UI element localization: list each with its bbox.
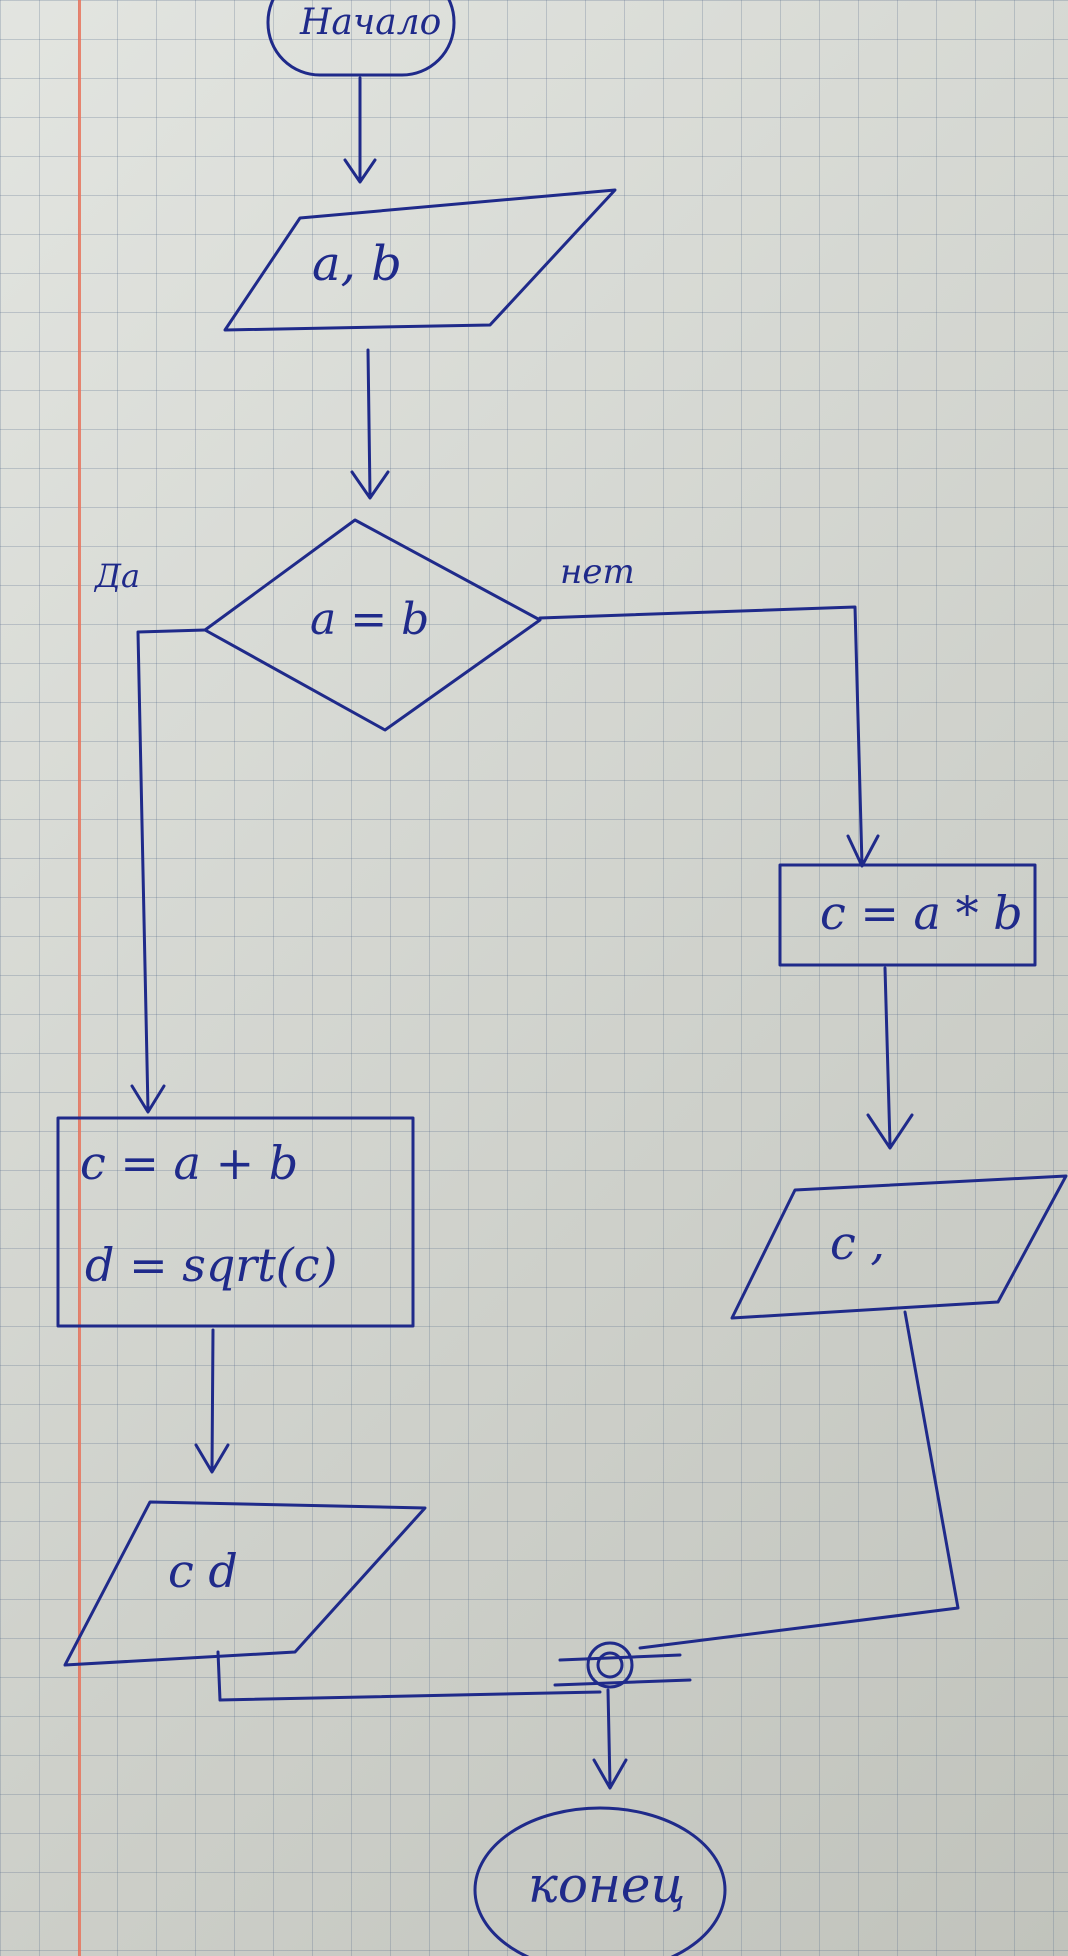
arrow-input-to-decision <box>350 348 390 500</box>
yes-output-label: c d <box>168 1544 238 1598</box>
no-label: нет <box>560 552 635 592</box>
decision-diamond <box>203 518 542 732</box>
arrow-yes-process-to-output <box>194 1328 230 1474</box>
yes-process-box <box>56 1116 415 1328</box>
no-output-parallelogram <box>730 1174 1068 1320</box>
end-terminator <box>473 1806 727 1956</box>
no-process-box <box>778 863 1037 967</box>
no-branch-arrow <box>538 605 880 868</box>
no-process-label: c = a * b <box>820 886 1023 940</box>
no-output-label: c , <box>830 1216 886 1270</box>
condition-label: a = b <box>310 594 430 645</box>
yes-merge-line <box>216 1650 602 1702</box>
no-merge-line <box>638 1310 960 1650</box>
yes-process-line2: d = sqrt(c) <box>85 1238 338 1292</box>
arrow-no-process-to-output <box>866 966 914 1150</box>
input-parallelogram <box>223 188 617 332</box>
junction-inner-circle <box>596 1651 624 1679</box>
start-label: Начало <box>300 2 442 43</box>
yes-branch-arrow <box>130 628 207 1114</box>
arrow-junction-to-end <box>592 1688 628 1790</box>
yes-label: Да <box>95 557 141 595</box>
arrow-start-to-input <box>343 76 377 184</box>
yes-output-parallelogram <box>63 1500 427 1667</box>
notebook-margin-line <box>78 0 81 1956</box>
start-terminator <box>266 0 456 77</box>
end-label: конец <box>528 1856 686 1914</box>
input-label: a, b <box>312 236 402 292</box>
yes-process-line1: c = a + b <box>80 1136 299 1190</box>
junction-circle <box>586 1641 634 1689</box>
